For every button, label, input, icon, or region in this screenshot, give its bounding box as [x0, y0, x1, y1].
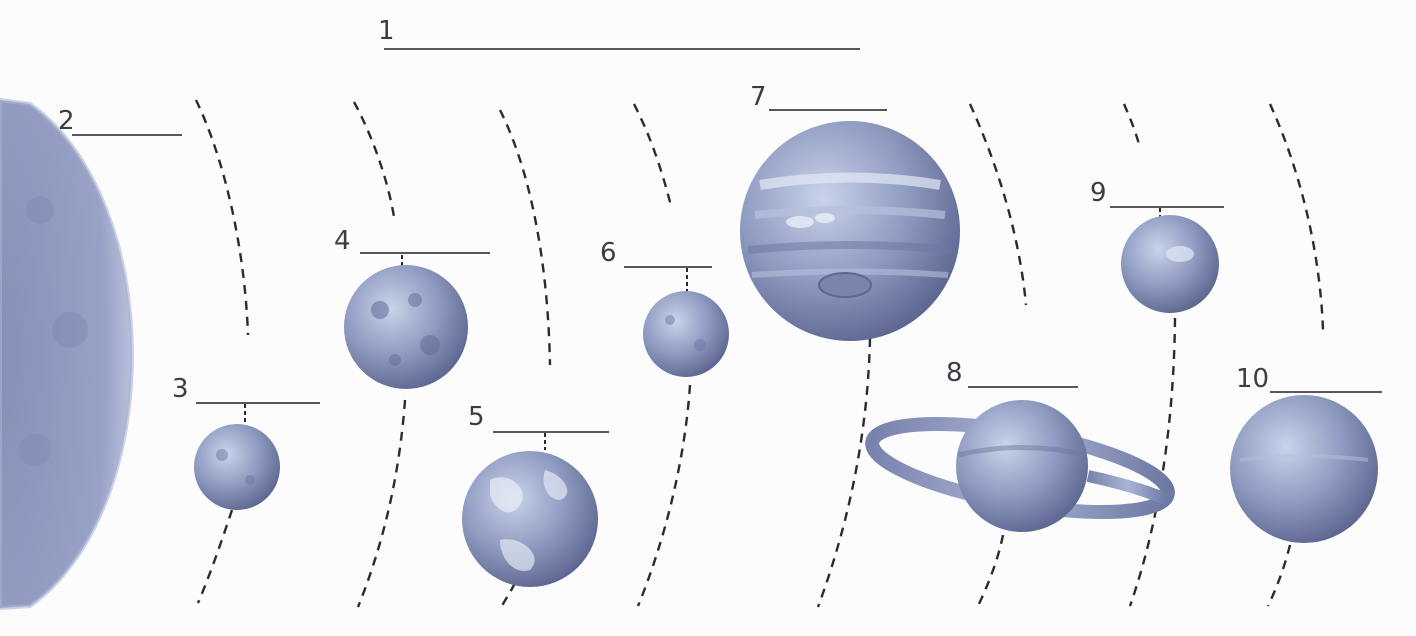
orbit-4-upper: [634, 104, 671, 206]
label-7-number: 7: [750, 84, 767, 110]
answer-blank-7[interactable]: [769, 109, 887, 111]
planet-6-body: [643, 291, 729, 377]
planet-3-body: [194, 424, 280, 510]
label-10-number: 10: [1236, 366, 1269, 392]
answer-blank-10[interactable]: [1270, 391, 1382, 393]
orbit-3-lower: [502, 583, 515, 606]
orbit-1-upper: [196, 100, 248, 335]
orbit-6-lower: [978, 535, 1003, 606]
answer-blank-3[interactable]: [196, 402, 320, 404]
orbit-7-upper: [1124, 104, 1140, 148]
planet-10-body: [1230, 395, 1378, 543]
orbit-4-lower: [638, 385, 690, 606]
answer-blank-2[interactable]: [72, 134, 182, 136]
label-3-number: 3: [172, 376, 189, 402]
answer-blank-8[interactable]: [968, 386, 1078, 388]
planet-9-body: [1121, 215, 1219, 313]
answer-blank-1[interactable]: [384, 48, 860, 50]
label-6-number: 6: [600, 240, 617, 266]
orbit-1-lower: [198, 510, 232, 603]
planet-8-body: [866, 400, 1174, 532]
planet-5-body: [462, 451, 598, 587]
planet-4-body: [344, 265, 468, 389]
answer-blank-6[interactable]: [624, 266, 712, 268]
answer-blank-4[interactable]: [360, 252, 490, 254]
orbit-6-upper: [970, 104, 1026, 305]
orbit-3-upper: [500, 110, 550, 365]
label-8-number: 8: [946, 360, 963, 386]
answer-blank-5[interactable]: [493, 431, 609, 433]
label-5-number: 5: [468, 404, 485, 430]
answer-blank-9[interactable]: [1110, 206, 1224, 208]
planet-7-body: [740, 121, 960, 341]
label-9-number: 9: [1090, 180, 1107, 206]
orbit-8-lower: [1268, 545, 1290, 606]
label-4-number: 4: [334, 228, 351, 254]
orbit-2-lower: [358, 400, 405, 607]
sun: [0, 100, 132, 608]
orbit-2-upper: [354, 102, 394, 217]
orbit-8-upper: [1270, 104, 1323, 330]
orbit-5-lower: [818, 338, 870, 607]
label-2-number: 2: [58, 108, 75, 134]
label-1-number: 1: [378, 18, 395, 44]
